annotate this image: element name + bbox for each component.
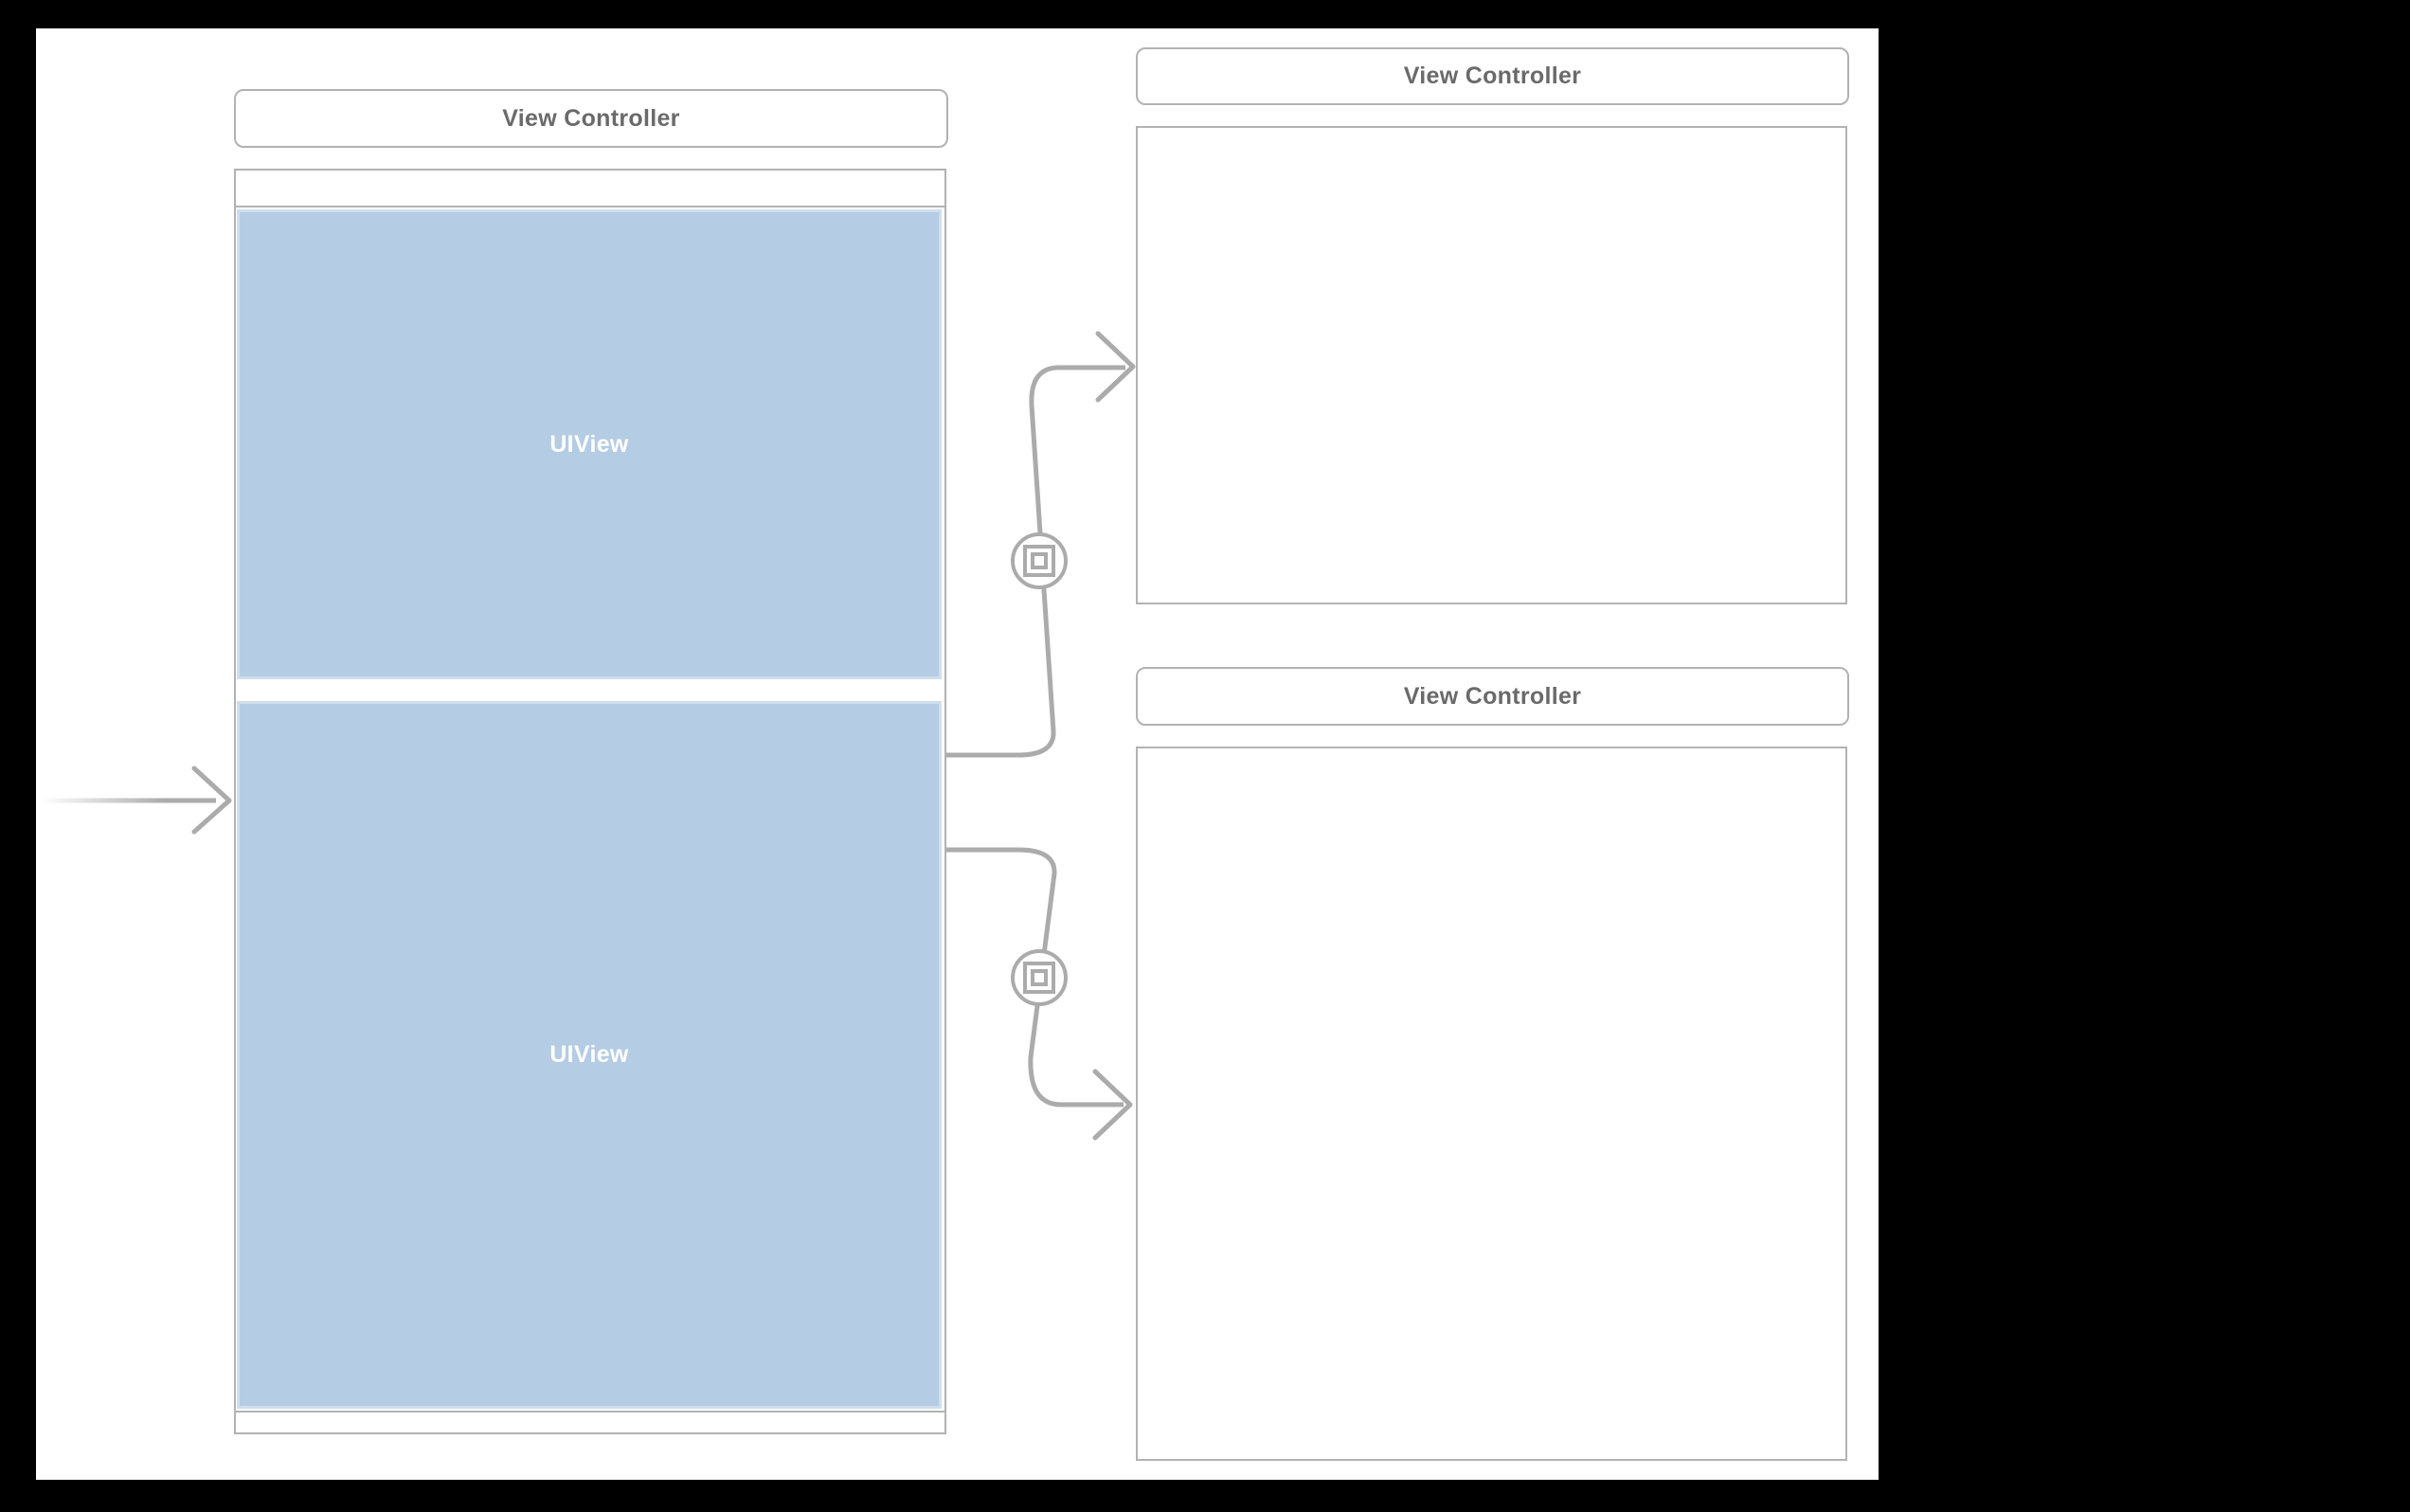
uiview-block-1[interactable]: UIView xyxy=(237,209,942,679)
view-controller-frame-top-right[interactable] xyxy=(1136,126,1847,604)
scene-titlebar-left[interactable]: View Controller xyxy=(234,89,948,148)
uiview-label: UIView xyxy=(549,1041,629,1068)
view-controller-frame-left[interactable]: UIView UIView xyxy=(234,169,946,1434)
nested-squares-segue-icon[interactable] xyxy=(1011,532,1068,589)
uiview-block-2[interactable]: UIView xyxy=(237,701,942,1409)
scene-title: View Controller xyxy=(1403,682,1582,710)
initial-view-controller-arrow-icon[interactable] xyxy=(42,765,232,835)
bottom-layout-separator xyxy=(236,1411,944,1413)
scene-titlebar-top-right[interactable]: View Controller xyxy=(1136,47,1849,105)
scene-title: View Controller xyxy=(502,104,680,132)
nested-squares-segue-icon[interactable] xyxy=(1011,949,1068,1006)
scene-titlebar-bottom-right[interactable]: View Controller xyxy=(1136,667,1849,726)
scene-title: View Controller xyxy=(1403,63,1582,89)
view-controller-frame-bottom-right[interactable] xyxy=(1136,747,1847,1461)
segue-wire-bottom[interactable] xyxy=(946,847,1133,1141)
top-layout-separator xyxy=(236,206,944,207)
uiview-label: UIView xyxy=(549,430,629,458)
